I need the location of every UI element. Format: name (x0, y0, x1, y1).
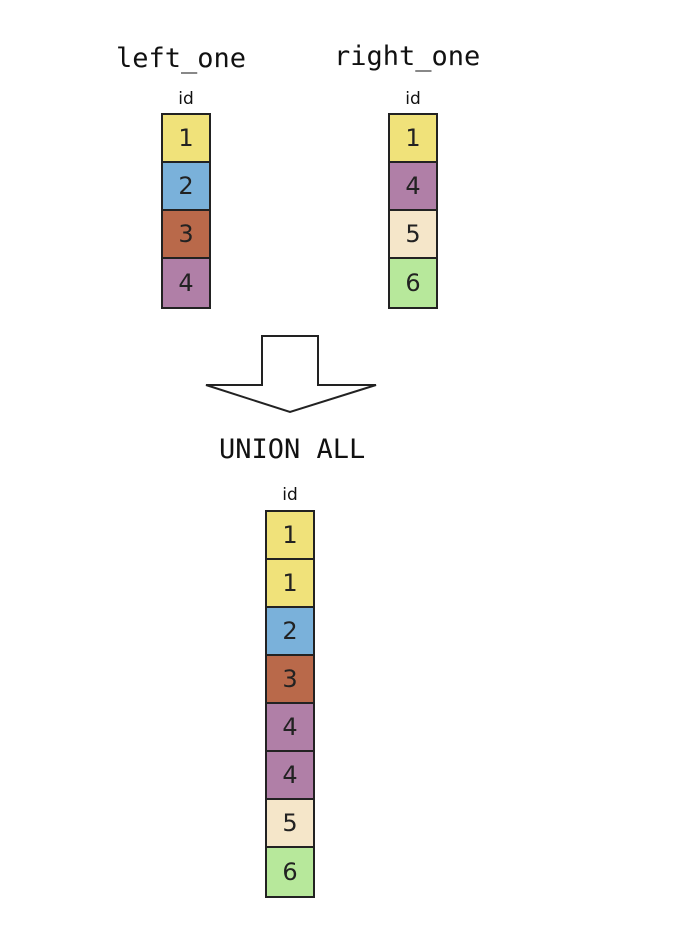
table-cell: 4 (267, 704, 313, 752)
table-cell: 1 (267, 560, 313, 608)
table-cell: 1 (390, 115, 436, 163)
table-cell: 6 (390, 259, 436, 307)
table-cell: 4 (267, 752, 313, 800)
down-arrow-icon (205, 335, 377, 414)
table-cell: 2 (163, 163, 209, 211)
table-cell: 5 (267, 800, 313, 848)
left-table-title: left_one (116, 43, 247, 74)
table-cell: 1 (163, 115, 209, 163)
table-cell: 4 (390, 163, 436, 211)
table-cell: 3 (163, 211, 209, 259)
table-cell: 1 (267, 512, 313, 560)
right-table-title: right_one (334, 41, 481, 72)
left-table-column-header: id (178, 89, 194, 109)
table-cell: 5 (390, 211, 436, 259)
right-table-column-header: id (405, 89, 421, 109)
union-all-label: UNION ALL (219, 434, 366, 465)
result-table-column-header: id (282, 485, 298, 505)
table-cell: 6 (267, 848, 313, 896)
table-cell: 4 (163, 259, 209, 307)
table-cell: 3 (267, 656, 313, 704)
table-cell: 2 (267, 608, 313, 656)
